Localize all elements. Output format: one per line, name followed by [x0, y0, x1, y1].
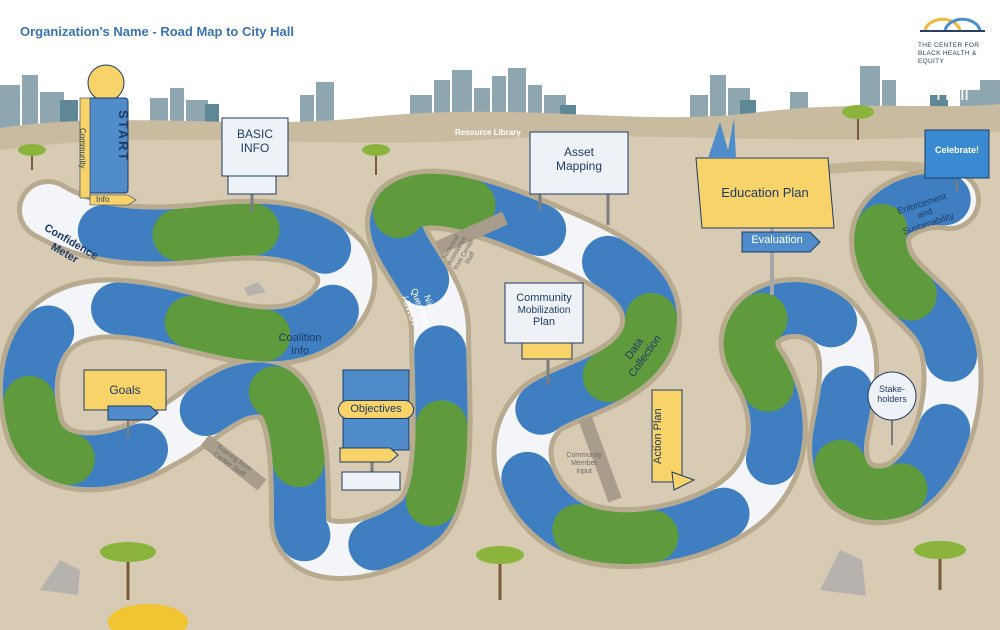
community-input-label: Community Member Input	[562, 452, 606, 476]
asset-mapping-line: Mapping	[555, 158, 603, 173]
community-label: Community	[78, 128, 88, 169]
basic-info-sign	[221, 117, 289, 212]
rocks	[40, 282, 866, 596]
community-mobilization-label: Community Mobilization Plan	[505, 292, 583, 329]
resource-library-label: Resource Library	[455, 128, 521, 137]
bridge-community-input	[578, 415, 622, 503]
logo-text: THE CENTER FOR BLACK HEALTH & EQUITY	[918, 42, 998, 65]
asset-mapping-line: Asset	[563, 145, 594, 159]
coalition-info-line: Coalition	[278, 332, 322, 344]
logo-mark	[920, 17, 985, 32]
celebrate-sign	[924, 129, 990, 192]
tree-icon	[100, 542, 156, 600]
community-mobilization-line: Community	[516, 292, 572, 304]
rock-icon	[244, 282, 266, 296]
objectives-label: Objectives	[338, 400, 414, 419]
community-mobilization-line: Plan	[532, 316, 556, 329]
bush-icon	[108, 604, 188, 630]
asset-mapping-sign	[529, 131, 629, 225]
stakeholders-label: Stake- holders	[870, 384, 914, 405]
objectives-sign	[339, 369, 410, 491]
community-input-line: Community	[566, 452, 602, 459]
coalition-info-label: Coalition Info	[270, 332, 330, 357]
evaluation-label: Evaluation	[751, 234, 803, 246]
tree-icon	[18, 144, 46, 170]
coalition-info-line: Info	[290, 344, 310, 357]
bridges	[200, 211, 622, 503]
bridge-technical-assistance	[435, 211, 508, 255]
education-plan-sign	[695, 118, 835, 295]
info-label: Info	[96, 195, 110, 204]
stakeholders-line: Stake-	[878, 384, 905, 394]
community-input-line: Member	[571, 460, 597, 468]
basic-info-line: BASIC	[236, 127, 273, 141]
logo-line: BLACK HEALTH & EQUITY	[918, 49, 977, 65]
asset-mapping-label: Asset Mapping	[530, 145, 628, 174]
stakeholders-sign	[867, 371, 917, 445]
tree-icon	[362, 144, 390, 175]
stakeholders-line: holders	[877, 394, 907, 405]
trees	[18, 105, 966, 600]
basic-info-label: BASIC INFO	[224, 127, 286, 156]
tree-icon	[914, 541, 966, 590]
rock-icon	[820, 550, 866, 596]
community-mobilization-sign	[504, 282, 584, 385]
page-title: Organization's Name - Road Map to City H…	[20, 24, 294, 39]
community-mobilization-line: Mobilization	[517, 304, 571, 316]
tree-icon	[476, 546, 524, 600]
logo-line: THE CENTER FOR	[918, 42, 980, 49]
goals-sign	[83, 369, 167, 438]
basic-info-line: INFO	[240, 140, 270, 155]
community-input-line: Input	[576, 468, 592, 476]
education-plan-label: Education Plan	[721, 185, 809, 200]
rock-icon	[40, 560, 80, 595]
tree-icon	[842, 105, 874, 140]
celebrate-label: Celebrate!	[934, 145, 979, 155]
action-plan-label: Action Plan	[652, 408, 664, 464]
game-road	[0, 168, 984, 581]
start-sign	[79, 64, 137, 206]
action-plan-sign	[651, 389, 696, 491]
start-label: START	[116, 110, 131, 163]
goals-label: Goals	[109, 383, 141, 397]
bridge-training	[200, 434, 267, 491]
city-hall-label: City Hall	[898, 84, 969, 105]
